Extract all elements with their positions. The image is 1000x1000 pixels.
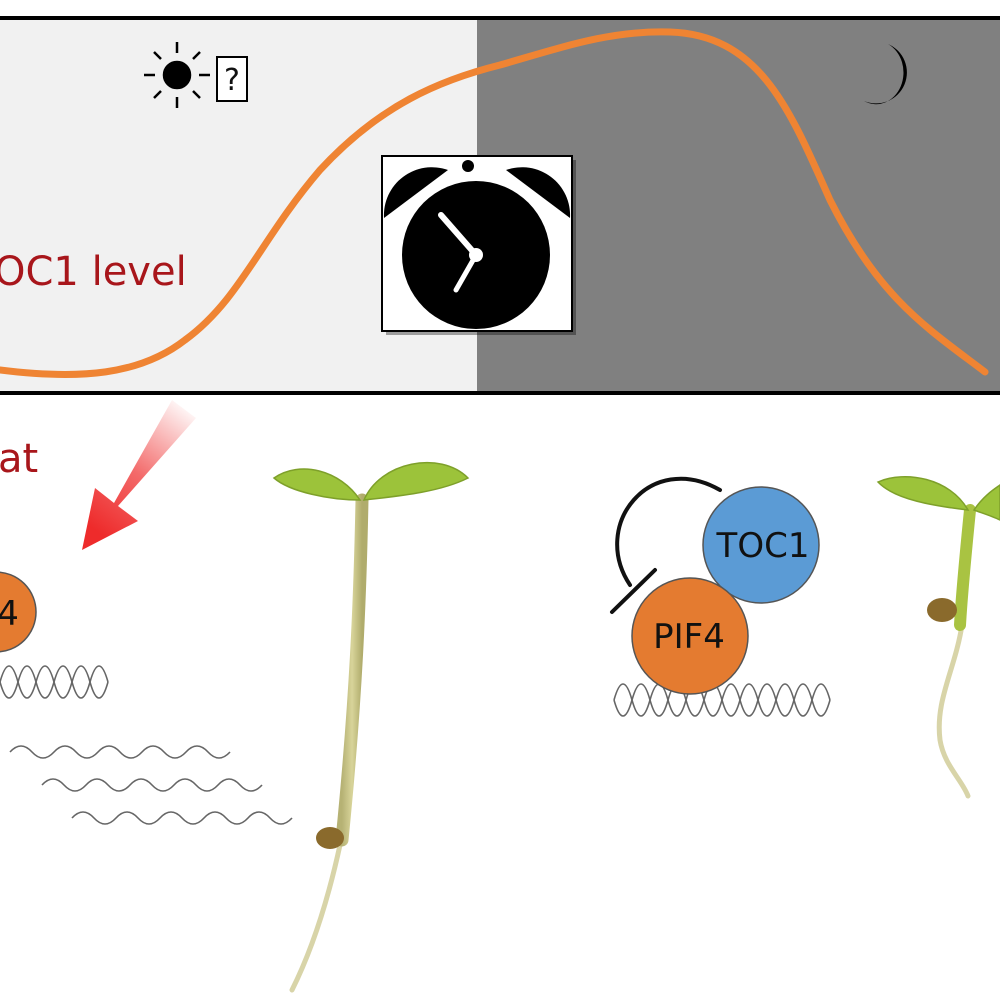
unknown-mark: ? [224, 63, 240, 98]
heat-condition-group: at 4 [0, 400, 293, 825]
day-night-panel: ? OC1 level [0, 16, 1000, 395]
seedling-root [289, 842, 343, 993]
heat-arrow [82, 400, 196, 550]
transcript-wave-2 [41, 778, 263, 792]
seedling-leaf-left [272, 468, 362, 501]
seedling-icon [876, 475, 1000, 799]
pif4-label-right: PIF4 [653, 617, 725, 657]
alarm-clock-icon [381, 155, 576, 335]
toc1-pif4-complex: TOC1 PIF4 [610, 476, 831, 717]
seedling-stem [335, 493, 369, 847]
toc1-level-label: OC1 level [0, 249, 187, 295]
dna-strand-icon [613, 683, 831, 717]
sun-icon [144, 42, 210, 108]
inhibition-arc-icon [615, 476, 722, 587]
dna-strand-icon [0, 665, 109, 699]
inhibition-bar [610, 568, 657, 614]
toc1-label: TOC1 [716, 526, 810, 566]
unknown-box [216, 56, 248, 102]
seedling-root [936, 622, 971, 799]
seedling-leaf-right [362, 462, 470, 501]
heat-label: at [0, 436, 38, 482]
transcript-wave-1 [9, 745, 231, 759]
toc1-node [702, 486, 820, 604]
seedling-leaf-right [972, 484, 1000, 521]
seed-coat [927, 598, 957, 622]
pif4-node-left [0, 571, 37, 653]
transcript-waves [9, 745, 293, 825]
seedling-icon [272, 462, 470, 993]
transcript-wave-3 [71, 811, 293, 825]
pif4-label-left: 4 [0, 594, 19, 634]
seedling-stem [954, 504, 976, 631]
toc1-level-curve [0, 28, 989, 379]
pif4-node-right [631, 577, 749, 695]
seedling-leaf-left [876, 475, 970, 511]
seed-coat [316, 827, 344, 849]
